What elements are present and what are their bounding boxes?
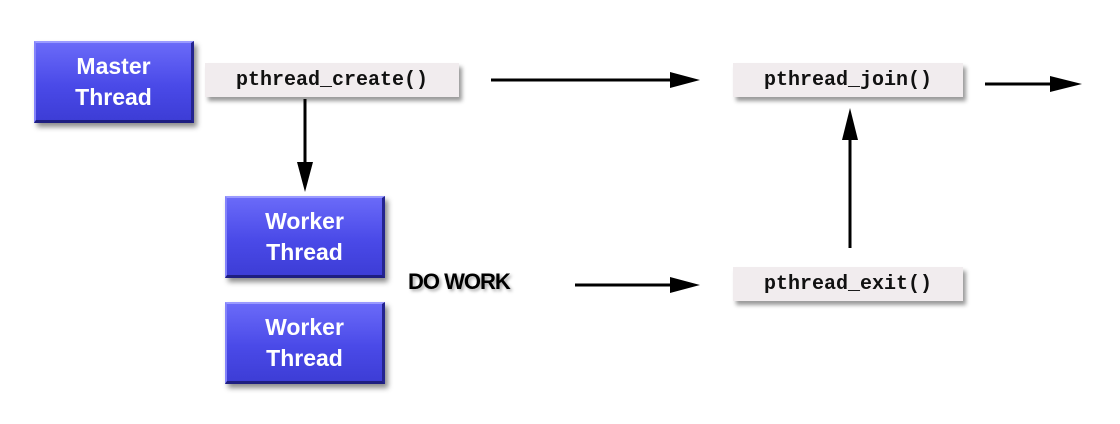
- pthread-create-box: pthread_create(): [205, 63, 459, 97]
- arrow-join-outgoing: [985, 76, 1082, 92]
- master-thread-box: Master Thread: [34, 41, 194, 123]
- pthread-exit-box: pthread_exit(): [733, 267, 963, 301]
- worker-thread-label-2: Worker Thread: [265, 313, 344, 371]
- master-thread-label: Master Thread: [75, 52, 152, 110]
- arrow-create-to-worker: [297, 99, 313, 192]
- arrow-do-work-to-exit: [575, 277, 700, 293]
- arrow-exit-to-join: [842, 108, 858, 248]
- do-work-label: DO WORK: [408, 269, 511, 294]
- pthread-join-label: pthread_join(): [763, 68, 933, 92]
- pthread-create-label: pthread_create(): [235, 68, 429, 92]
- worker-thread-label-1: Worker Thread: [265, 207, 344, 265]
- arrow-create-to-join: [491, 72, 700, 88]
- worker-thread-box-2: Worker Thread: [225, 302, 385, 384]
- pthread-exit-label: pthread_exit(): [763, 272, 933, 296]
- worker-thread-box-1: Worker Thread: [225, 196, 385, 278]
- pthread-join-box: pthread_join(): [733, 63, 963, 97]
